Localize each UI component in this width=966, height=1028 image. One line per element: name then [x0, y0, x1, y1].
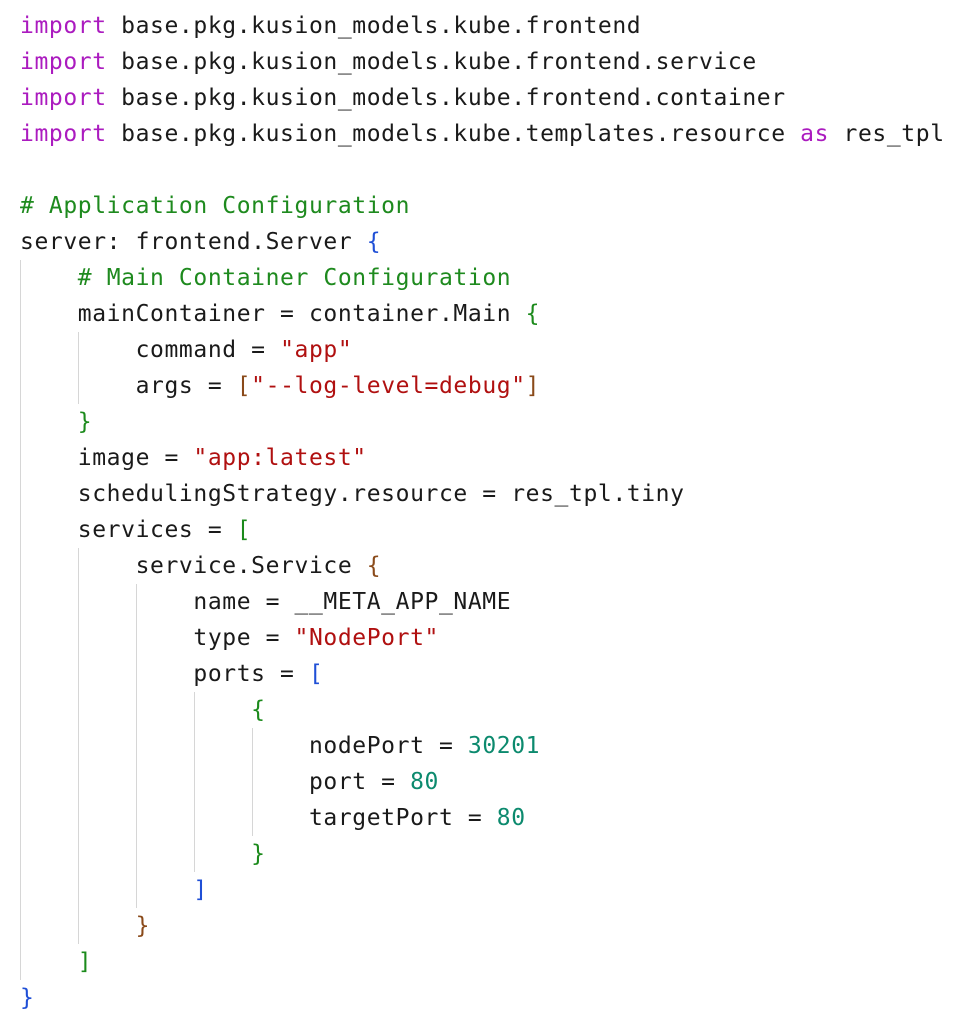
code-token: "--log-level=debug" [251, 373, 526, 399]
code-line: import base.pkg.kusion_models.kube.front… [20, 44, 757, 80]
code-token: services = [20, 517, 237, 543]
code-token: "NodePort" [294, 625, 439, 651]
code-line: command = "app" [20, 332, 352, 368]
code-token: } [135, 913, 151, 939]
code-token: "app" [280, 337, 353, 363]
code-token: args = [20, 373, 237, 399]
code-token: # Main Container Configuration [77, 265, 512, 291]
code-token: [ [308, 661, 324, 687]
code-token [20, 841, 251, 867]
code-token: mainContainer = container.Main [20, 301, 526, 327]
code-line: { [20, 692, 266, 728]
code-line: } [20, 836, 266, 872]
code-token: as [800, 121, 830, 147]
code-token: base.pkg.kusion_models.kube.templates.re… [106, 121, 801, 147]
code-token: ] [525, 373, 541, 399]
code-token: { [366, 229, 382, 255]
indent-guide [20, 260, 21, 980]
code-token [20, 265, 78, 291]
code-line: service.Service { [20, 548, 381, 584]
code-token: "app:latest" [193, 445, 367, 471]
code-token [20, 409, 78, 435]
code-token [20, 949, 78, 975]
code-line: services = [ [20, 512, 251, 548]
code-token: ports = [20, 661, 309, 687]
code-line: targetPort = 80 [20, 800, 526, 836]
code-line: port = 80 [20, 764, 439, 800]
code-token: import [20, 49, 107, 75]
code-line: args = ["--log-level=debug"] [20, 368, 540, 404]
code-token: 80 [496, 805, 526, 831]
code-line: ] [20, 944, 92, 980]
code-line: } [20, 404, 92, 440]
indent-guide [136, 584, 137, 908]
code-token: nodePort = [20, 733, 468, 759]
code-line: } [20, 908, 150, 944]
code-token: name = __META_APP_NAME [20, 589, 512, 615]
indent-guide [78, 548, 79, 944]
code-token: image = [20, 445, 194, 471]
code-line: schedulingStrategy.resource = res_tpl.ti… [20, 476, 685, 512]
code-token: ] [77, 949, 93, 975]
code-line: ] [20, 872, 208, 908]
code-line: import base.pkg.kusion_models.kube.front… [20, 8, 641, 44]
code-token: targetPort = [20, 805, 497, 831]
code-token: import [20, 85, 107, 111]
code-token [20, 697, 251, 723]
code-line: } [20, 980, 34, 1016]
code-token: port = [20, 769, 411, 795]
indent-guide [78, 332, 79, 404]
code-token: res_tpl [829, 121, 945, 147]
code-line: name = __META_APP_NAME [20, 584, 511, 620]
code-token: } [251, 841, 266, 867]
code-token: service.Service [20, 553, 367, 579]
code-token: base.pkg.kusion_models.kube.frontend.con… [106, 85, 786, 111]
code-token: [ [236, 373, 252, 399]
code-line: nodePort = 30201 [20, 728, 540, 764]
code-token: command = [20, 337, 281, 363]
code-line: image = "app:latest" [20, 440, 367, 476]
code-line: ports = [ [20, 656, 323, 692]
code-token [20, 877, 193, 903]
indent-guide [252, 728, 253, 836]
code-token: schedulingStrategy.resource = res_tpl.ti… [20, 481, 685, 507]
code-token: ] [193, 877, 208, 903]
code-token: server: frontend.Server [20, 229, 367, 255]
code-line: mainContainer = container.Main { [20, 296, 540, 332]
code-line: import base.pkg.kusion_models.kube.front… [20, 80, 786, 116]
code-token: 30201 [467, 733, 541, 759]
code-line: type = "NodePort" [20, 620, 439, 656]
code-line: server: frontend.Server { [20, 224, 381, 260]
code-token: # Application Configuration [20, 193, 411, 219]
code-line: import base.pkg.kusion_models.kube.templ… [20, 116, 945, 152]
code-token: type = [20, 625, 295, 651]
code-token: import [20, 13, 107, 39]
code-token: { [251, 697, 266, 723]
code-token: 80 [410, 769, 439, 795]
code-token: import [20, 121, 107, 147]
code-token: } [20, 985, 35, 1011]
code-token: base.pkg.kusion_models.kube.frontend.ser… [106, 49, 757, 75]
code-token [20, 913, 136, 939]
code-token: } [77, 409, 93, 435]
code-token: { [525, 301, 541, 327]
indent-guide [194, 692, 195, 872]
code-token: { [366, 553, 382, 579]
code-token: base.pkg.kusion_models.kube.frontend [106, 13, 642, 39]
code-token: [ [236, 517, 252, 543]
code-line: # Main Container Configuration [20, 260, 511, 296]
code-line: # Application Configuration [20, 188, 410, 224]
